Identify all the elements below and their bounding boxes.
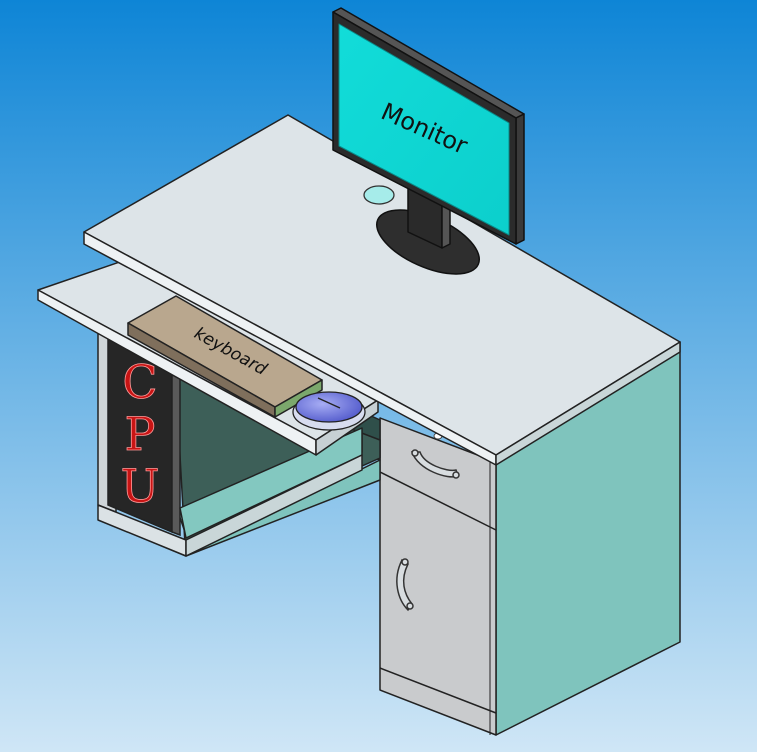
cpu-letter-p: P (125, 407, 156, 461)
monitor-screen (338, 23, 510, 236)
cable-grommet (363, 185, 395, 205)
desk-pedestal (379, 341, 681, 736)
door-handle (396, 558, 414, 612)
cpu-letter-u: U (121, 459, 160, 513)
desk-top (83, 114, 681, 466)
drawer-handle (410, 449, 460, 479)
mouse (292, 391, 366, 431)
keyboard (127, 295, 323, 418)
cpu-label: C P U (120, 355, 160, 514)
monitor (332, 7, 525, 275)
